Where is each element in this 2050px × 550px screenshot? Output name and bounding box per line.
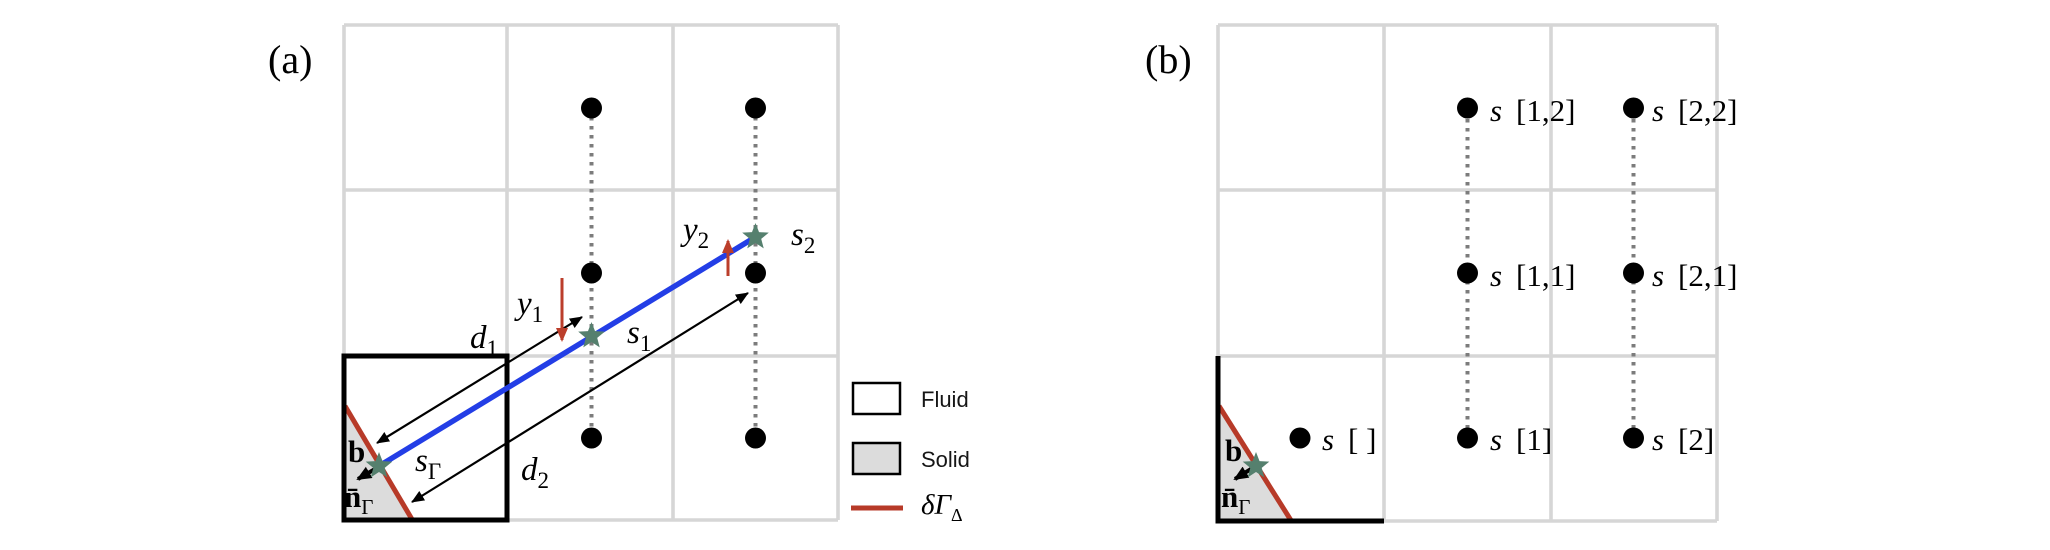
grid-node-dot <box>1289 427 1311 449</box>
normal-vector-arrow-a <box>356 466 377 481</box>
legend-label-solid: Solid <box>921 447 970 472</box>
label-b-b: b <box>1225 433 1242 468</box>
panel-a-tag: (a) <box>268 37 312 82</box>
label-b-a: b <box>348 434 365 469</box>
grid-node-dot <box>581 262 602 284</box>
panel-b-tag: (b) <box>1145 37 1192 82</box>
grid-node-dot <box>1623 427 1644 449</box>
grid-node-dot <box>1457 427 1478 449</box>
label-d2: d2 <box>521 452 549 493</box>
label-s-gamma: sΓ <box>415 443 441 484</box>
label-s-22: s[2,2] <box>1652 93 1737 128</box>
label-d1: d1 <box>470 320 498 361</box>
grid-node-dot <box>1457 262 1478 284</box>
legend-label-fluid: Fluid <box>921 387 969 412</box>
label-s-1: s[1] <box>1490 422 1552 457</box>
legend-swatch-solid <box>851 441 902 476</box>
label-s-empty: s[ ] <box>1322 422 1376 457</box>
grid-node-dot <box>1623 262 1644 284</box>
panel-b: (b) s[ ] <box>1145 23 1737 524</box>
label-s-11: s[1,1] <box>1490 258 1575 293</box>
label-n-gamma-a: n̄Γ <box>344 479 373 519</box>
label-s1: s1 <box>627 315 651 356</box>
grid-node-dot <box>745 427 766 449</box>
d2-distance-arrow <box>411 292 749 503</box>
grid-node-dot <box>581 427 602 449</box>
grid-node-dot <box>745 97 766 119</box>
grid-node-dot <box>745 262 766 284</box>
label-y2: y2 <box>680 212 709 253</box>
probe-line <box>376 234 759 469</box>
normal-vector-arrow-b <box>1233 466 1253 481</box>
label-s-2: s[2] <box>1652 422 1714 457</box>
label-s-21: s[2,1] <box>1652 258 1737 293</box>
legend-label-interface: δΓΔ <box>921 489 963 525</box>
legend: Fluid Solid δΓΔ <box>851 381 970 525</box>
label-n-gamma-b: n̄Γ <box>1221 479 1250 519</box>
label-y1: y1 <box>514 286 543 327</box>
grid-node-dot <box>581 97 602 119</box>
legend-swatch-fluid <box>851 381 902 416</box>
grid-node-dot <box>1457 97 1478 119</box>
label-s2: s2 <box>791 217 815 258</box>
grid-node-dot <box>1623 97 1644 119</box>
panel-b-grid <box>1216 23 1719 523</box>
label-s-12: s[1,2] <box>1490 93 1575 128</box>
panel-a: (a) <box>268 23 970 525</box>
boundary-cell-frame-b <box>1215 356 1384 524</box>
